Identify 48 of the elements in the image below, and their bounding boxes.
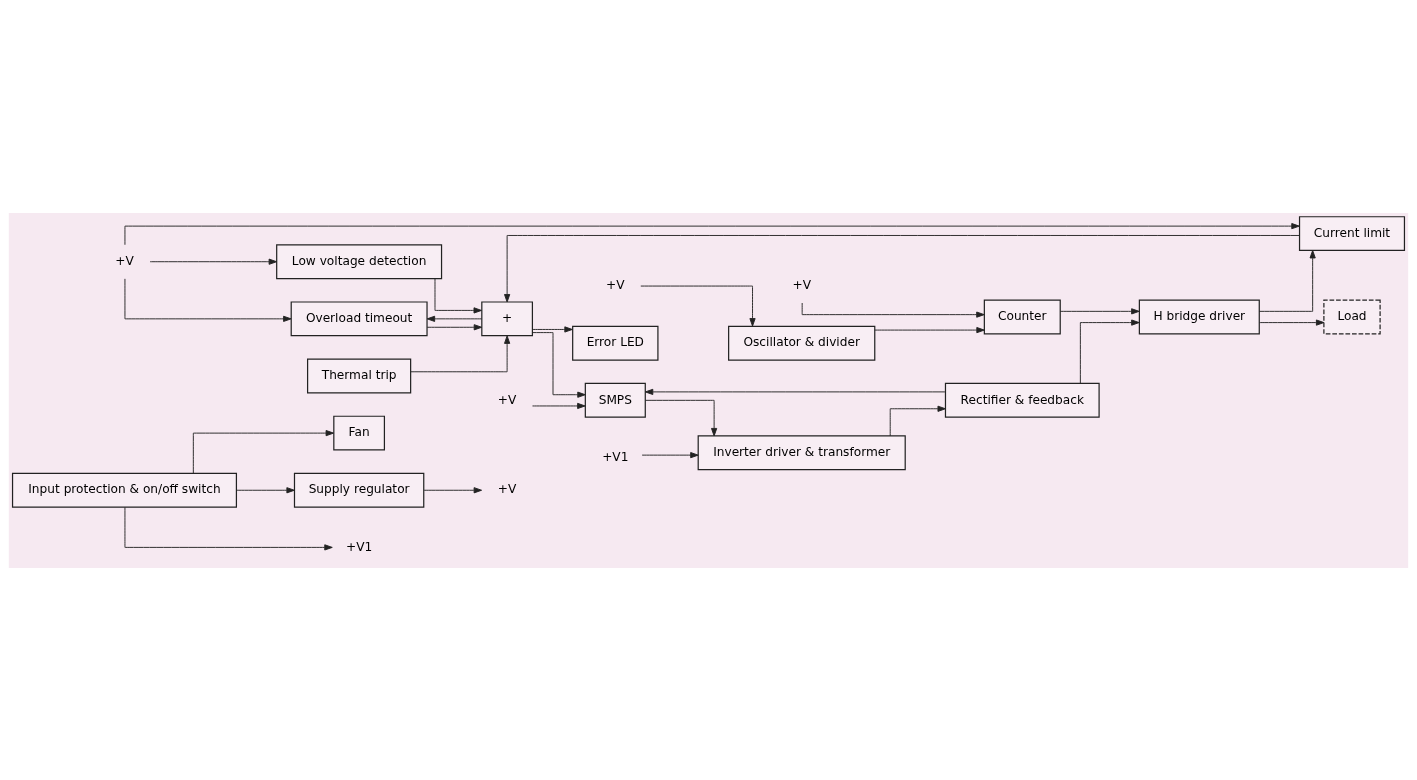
arrow	[423, 486, 483, 493]
node-box: +	[481, 300, 533, 336]
arrow	[192, 429, 335, 474]
node-box: Oscillator & divider	[728, 325, 876, 361]
arrow	[532, 325, 573, 333]
arrow	[124, 506, 333, 550]
arrow	[426, 323, 483, 330]
arrow	[645, 399, 718, 436]
arrow	[532, 402, 586, 409]
arrow	[410, 334, 511, 372]
node-text: +V	[497, 392, 517, 407]
node-box: Fan	[333, 415, 386, 451]
node-box: Error LED	[572, 325, 659, 361]
node-text: +V	[115, 253, 134, 268]
node-box: Input protection & on/off switch	[11, 472, 238, 508]
arrow	[236, 486, 295, 493]
node-box: H bridge driver	[1138, 299, 1260, 334]
node-text: +V	[606, 277, 625, 292]
node-box: Inverter driver & transformer	[697, 434, 906, 470]
arrow	[640, 285, 756, 327]
node-box: Thermal trip	[307, 358, 412, 393]
arrow	[504, 234, 1300, 302]
node-box: Current limit	[1298, 215, 1406, 251]
arrow	[124, 222, 1300, 245]
node-box: Overload timeout	[290, 300, 428, 336]
node-box: SMPS	[584, 382, 646, 418]
arrow	[889, 405, 946, 436]
arrow	[124, 277, 292, 322]
arrow	[1059, 307, 1140, 314]
arrow	[644, 388, 946, 395]
arrow	[1079, 319, 1140, 384]
node-text: +V	[497, 481, 517, 496]
node-box: Rectifier & feedback	[944, 382, 1100, 418]
arrow	[641, 451, 699, 458]
arrow	[1258, 249, 1316, 312]
arrow	[1259, 319, 1325, 326]
arrow	[426, 315, 483, 322]
node-box: Counter	[983, 299, 1061, 334]
node-text: +V	[792, 277, 811, 292]
node-box: Load	[1323, 299, 1381, 334]
node-box: Supply regulator	[293, 472, 425, 508]
arrow	[149, 258, 278, 265]
arrow	[874, 326, 985, 333]
arrow	[532, 331, 586, 398]
node-text: +V1	[602, 449, 629, 464]
node-text: +V1	[346, 539, 373, 554]
node-box: Low voltage detection	[276, 243, 443, 279]
arrow	[434, 277, 482, 313]
